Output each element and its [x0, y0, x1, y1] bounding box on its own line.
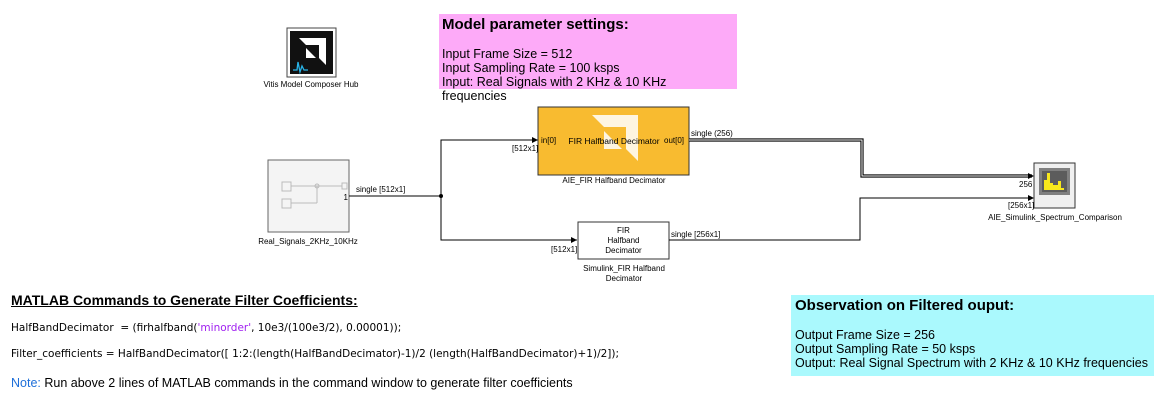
command-text: , 10e3/(100e3/2), 0.00001)); — [251, 322, 402, 334]
amd-logo-icon — [299, 38, 326, 65]
param-line: Input: Real Signals with 2 KHz & 10 KHz … — [442, 75, 667, 103]
param-line: Input Frame Size = 512 — [442, 47, 573, 61]
sim-block-inner-label: FIR Halfband Decimator — [578, 226, 669, 256]
signal-line[interactable] — [440, 196, 577, 241]
note-text: Run above 2 lines of MATLAB commands in … — [40, 376, 573, 390]
source-out-port: 1 — [344, 193, 349, 202]
observation-line: Output: Real Signal Spectrum with 2 KHz … — [795, 356, 1148, 370]
observation-title: Observation on Filtered ouput: — [795, 297, 1015, 314]
command-string: 'minorder' — [197, 322, 252, 334]
simulink-fir-halfband-decimator-block[interactable] — [577, 221, 670, 260]
signal-line[interactable] — [440, 139, 538, 196]
observation-line: Output Frame Size = 256 — [795, 328, 936, 342]
observation-annotation: Observation on Filtered ouput: Output Fr… — [791, 295, 1154, 376]
model-composer-hub-block[interactable] — [286, 27, 337, 78]
spectrum-analyzer-block[interactable] — [1033, 162, 1076, 209]
sim-input-dimension: [512x1] — [551, 245, 578, 254]
aie-in-port: in[0] — [541, 136, 557, 145]
amd-logo-icon — [592, 115, 638, 161]
model-canvas: 1 — [267, 27, 1076, 260]
aie-block-label: AIE_FIR Halfband Decimator — [562, 176, 666, 185]
spectrum-input-1-label: 256 — [1019, 180, 1033, 189]
spectrum-block-label: AIE_Simulink_Spectrum_Comparison — [988, 213, 1122, 222]
sim-label-line: Decimator — [605, 274, 643, 283]
spectrum-icon — [1044, 173, 1064, 190]
aie-input-dimension: [512x1] — [512, 144, 539, 153]
sim-inner-line: Halfband — [607, 236, 640, 245]
note-tag: Note: — [11, 376, 41, 390]
signal-line[interactable] — [669, 197, 1032, 241]
command-line-2: Filter_coefficients = HalfBandDecimator(… — [11, 348, 620, 360]
aie-fir-halfband-decimator-block[interactable] — [537, 106, 690, 176]
real-signals-source-block[interactable] — [267, 159, 350, 233]
sim-inner-line: Decimator — [605, 246, 642, 255]
aie-out-port: out[0] — [664, 136, 685, 145]
param-title: Model parameter settings: — [442, 16, 629, 33]
aie-block-inner-label: FIR Halfband Decimator — [568, 136, 660, 146]
note-line: Note: Run above 2 lines of MATLAB comman… — [11, 376, 573, 390]
sim-inner-line: FIR — [617, 226, 630, 235]
sim-label-line: Simulink_FIR Halfband — [583, 264, 665, 273]
param-line: Input Sampling Rate = 100 ksps — [442, 61, 620, 75]
observation-line: Output Sampling Rate = 50 ksps — [795, 342, 976, 356]
sim-output-signal-label: single [256x1] — [671, 230, 721, 239]
command-text: HalfBandDecimator = (firhalfband( — [11, 322, 198, 334]
commands-title: MATLAB Commands to Generate Filter Coeff… — [11, 292, 358, 308]
model-parameter-annotation: Model parameter settings: Input Frame Si… — [439, 14, 737, 103]
bus-line[interactable] — [689, 138, 1032, 178]
aie-output-signal-label: single (256) — [691, 129, 733, 138]
command-line-1: HalfBandDecimator = (firhalfband('minord… — [11, 322, 401, 334]
source-signal-label: single [512x1] — [356, 185, 406, 194]
spectrum-input-2-label: [256x1] — [1008, 201, 1035, 210]
hub-block-label: Vitis Model Composer Hub — [263, 80, 359, 89]
sim-block-label: Simulink_FIR Halfband Decimator — [549, 264, 699, 284]
source-block-label: Real_Signals_2KHz_10KHz — [258, 237, 358, 246]
